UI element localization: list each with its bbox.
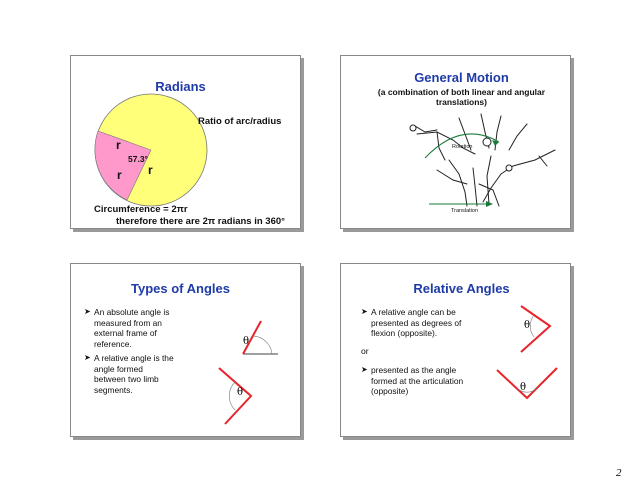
slide-types-of-angles: Types of Angles ➤ An absolute angle is m… <box>70 263 301 437</box>
bullet-line: An absolute angle is <box>94 307 170 317</box>
rotation-label: Rotation <box>452 144 473 150</box>
translation-label: Translation <box>451 208 479 214</box>
bullet-flexion: ➤ A relative angle can be presented as d… <box>361 307 461 339</box>
bullet-line: A relative angle is the <box>94 353 174 363</box>
flexion-angle-diagram <box>520 305 552 353</box>
radius-label-right: r <box>148 163 153 177</box>
ratio-label: Ratio of arc/radius <box>198 116 282 127</box>
or-text: or <box>361 346 369 356</box>
slide-radians: Radians Ratio of arc/radius r 57.3° r r … <box>70 55 301 229</box>
bullet-line: external frame of <box>94 328 157 338</box>
subtitle-line-2: translations) <box>435 97 487 107</box>
radian-diagram <box>94 93 208 207</box>
slide-title: Types of Angles <box>131 281 230 296</box>
slide-title: Radians <box>155 79 206 94</box>
bullet-arrow-icon: ➤ <box>361 307 368 316</box>
bullet-line: presented as the angle <box>371 365 457 375</box>
radian-sector <box>94 130 152 201</box>
bullet-line: (opposite) <box>371 386 409 396</box>
theta-label: θ <box>524 320 531 331</box>
gymnast-illustration <box>409 113 556 207</box>
absolute-angle-diagram <box>242 320 278 355</box>
bullet-line: reference. <box>94 338 132 349</box>
slide-title: General Motion <box>414 70 509 85</box>
circumference-line-2: therefore there are 2π radians in 360° <box>116 216 285 227</box>
bullet-absolute-angle: ➤ An absolute angle is measured from an … <box>84 307 169 349</box>
bullet-line: A relative angle can be <box>371 307 456 317</box>
relative-angle-diagram <box>218 367 253 425</box>
slide-general-motion: General Motion (a combination of both li… <box>340 55 571 229</box>
radius-label-bottom: r <box>117 168 122 182</box>
page-number: 2 <box>616 467 622 479</box>
radius-label-top: r <box>116 138 121 152</box>
circumference-line-1: Circumference = 2πr <box>94 204 188 215</box>
bullet-arrow-icon: ➤ <box>84 353 91 362</box>
bullet-line: presented as degrees of <box>371 317 462 328</box>
bullet-relative-angle: ➤ A relative angle is the angle formed b… <box>84 353 174 395</box>
subtitle-line-1: (a combination of both linear and angula… <box>377 87 546 97</box>
bullet-arrow-icon: ➤ <box>84 307 91 316</box>
bullet-arrow-icon: ➤ <box>361 365 368 374</box>
bullet-articulation: ➤ presented as the angle formed at the a… <box>361 365 463 397</box>
slide-relative-angles: Relative Angles ➤ A relative angle can b… <box>340 263 571 437</box>
bullet-line: formed at the articulation <box>371 375 464 386</box>
articulation-angle-diagram <box>496 367 558 400</box>
bullet-line: between two limb <box>94 374 159 384</box>
slide-title: Relative Angles <box>413 281 510 296</box>
theta-label: θ <box>243 336 250 347</box>
bullet-line: flexion (opposite). <box>371 328 438 338</box>
theta-label: θ <box>520 382 527 393</box>
bullet-line: angle formed <box>94 363 143 374</box>
bullet-line: segments. <box>94 384 133 395</box>
bullet-line: measured from an <box>94 317 162 328</box>
angle-label: 57.3° <box>128 154 148 164</box>
theta-label: θ <box>237 387 244 398</box>
